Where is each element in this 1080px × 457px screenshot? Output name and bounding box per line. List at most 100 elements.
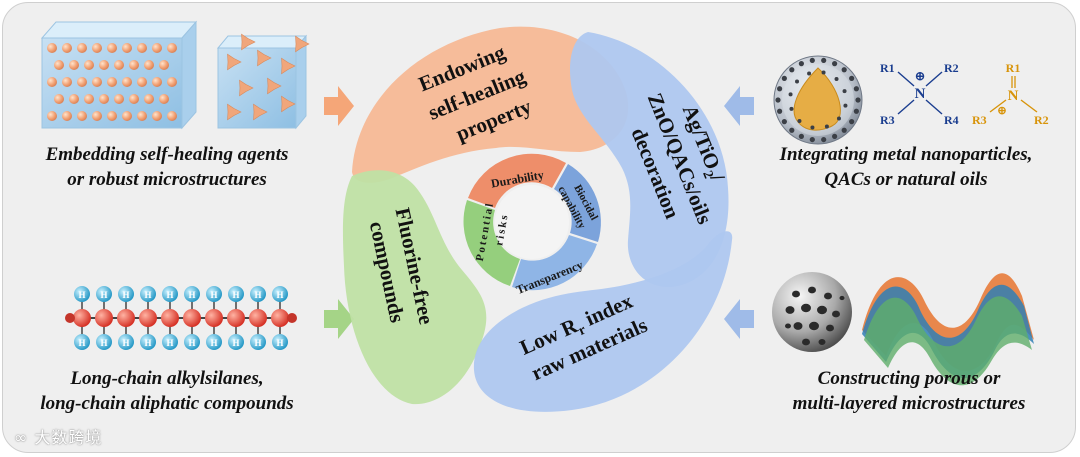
microstructure-blob [253, 103, 268, 121]
carbon-atom [117, 309, 135, 327]
nanoparticle-dot [789, 67, 795, 73]
nanoparticle-dot [821, 70, 826, 75]
watermark-logo-icon: ∞ [14, 428, 35, 447]
watermark-text: 大数跨境 [34, 428, 103, 447]
hydrogen-label: H [210, 338, 217, 348]
nanoparticle-dot [777, 108, 783, 114]
nanoparticle-dot [849, 119, 855, 125]
carbon-atom [183, 309, 201, 327]
healing-agent-sphere [47, 43, 57, 53]
nanoparticle-illustration [773, 55, 863, 145]
hydrogen-atom [272, 286, 288, 302]
healing-agent-sphere [144, 60, 154, 70]
nanoparticle-dot [853, 86, 859, 92]
hydrogen-label: H [232, 338, 239, 348]
healing-agent-sphere [62, 111, 72, 121]
healing-agent-sphere [69, 60, 79, 70]
nanoparticle-dot [841, 127, 847, 133]
caption-left-bottom: Long-chain alkylsilanes, long-chain alip… [2, 366, 332, 416]
hydrogen-label: H [232, 290, 239, 300]
hydrogen-label: H [100, 338, 107, 348]
nanoparticle-dot [853, 108, 859, 114]
struct-b-charge: ⊕ [997, 105, 1006, 117]
hydrogen-atom [140, 334, 156, 350]
healing-agent-sphere [69, 94, 79, 104]
microstructure-blob [281, 57, 296, 75]
hydrogen-atom [96, 286, 112, 302]
carbon-atom [95, 309, 113, 327]
struct-a-r3: R3 [880, 113, 895, 127]
healing-agent-sphere [114, 94, 124, 104]
healing-agent-sphere [62, 77, 72, 87]
healing-agent-sphere [47, 111, 57, 121]
segment-biocidal [554, 164, 601, 242]
struct-b-r1: R1 [1006, 61, 1021, 75]
pore [801, 303, 811, 313]
nanoparticle-dot [809, 57, 815, 64]
nanoparticle-dot [775, 97, 781, 103]
caption-right-bottom: Constructing porous or multi-layered mic… [752, 366, 1066, 416]
hydrogen-atom [206, 286, 222, 302]
struct-a-r1: R1 [880, 61, 895, 75]
healing-agent-sphere [77, 77, 87, 87]
nanoparticle-dot [821, 57, 827, 64]
healing-agent-sphere [107, 111, 117, 121]
pore [809, 321, 819, 331]
pore [792, 290, 800, 298]
nanoparticle-dot [841, 67, 847, 73]
microstructure-blob [281, 95, 296, 113]
microstructure-blob [239, 79, 254, 97]
caption-left-top: Embedding self-healing agents or robust … [6, 142, 328, 192]
healing-agent-sphere [84, 94, 94, 104]
multilayer-film [862, 273, 1034, 386]
microstructure-blob [295, 35, 310, 53]
caption-right-bottom-line2: multi-layered microstructures [792, 393, 1026, 414]
struct-a-r2: R2 [944, 61, 959, 75]
pore [839, 295, 845, 301]
hydrogen-atom [162, 286, 178, 302]
struct-a-n: N [915, 86, 926, 102]
hydrogen-atom [162, 334, 178, 350]
hydrogen-label: H [100, 290, 107, 300]
struct-b-n: N [1008, 88, 1019, 104]
healing-agent-sphere [152, 43, 162, 53]
nanoparticle-dot [798, 61, 804, 67]
healing-agent-sphere [54, 60, 64, 70]
nanoparticle-dot [809, 136, 815, 143]
nanoparticle-dot [795, 79, 800, 84]
microstructure-blob [227, 53, 242, 71]
hydrogen-atom [118, 286, 134, 302]
hydrogen-label: H [166, 290, 173, 300]
healing-agent-sphere [137, 111, 147, 121]
healing-agent-sphere [77, 43, 87, 53]
nanoparticle-dot [842, 89, 847, 94]
watermark: ∞ 大数跨境 [14, 424, 102, 448]
pore [818, 339, 826, 345]
hydrogen-atom [250, 334, 266, 350]
qac-structure-a: R1 R2 R3 R4 N ⊕ [880, 61, 959, 127]
hydrogen-atom [96, 334, 112, 350]
hydrogen-label: H [254, 290, 261, 300]
hydrogen-label: H [122, 338, 129, 348]
healing-agent-sphere [62, 43, 72, 53]
nanoparticle-dot [821, 136, 827, 143]
nanoparticle-dot [834, 77, 839, 82]
healing-agent-sphere [152, 111, 162, 121]
pore [808, 286, 816, 294]
petal-low-index [473, 231, 733, 412]
caption-right-bottom-line1: Constructing porous or [817, 368, 1001, 389]
caption-right-top: Integrating metal nanoparticles, QACs or… [738, 142, 1074, 192]
nanoparticle-dot [798, 133, 804, 139]
healing-agent-sphere [159, 94, 169, 104]
pore [817, 305, 827, 315]
pore [824, 292, 832, 300]
hydrogen-atom [228, 286, 244, 302]
carbon-atom [139, 309, 157, 327]
label-risks: risks [493, 212, 510, 246]
hydrogen-label: H [144, 338, 151, 348]
petal-fluorine-free [342, 170, 487, 405]
nanoparticle-dot [781, 119, 787, 125]
hydrogen-atom [184, 334, 200, 350]
nanoparticle-dot [832, 61, 838, 67]
